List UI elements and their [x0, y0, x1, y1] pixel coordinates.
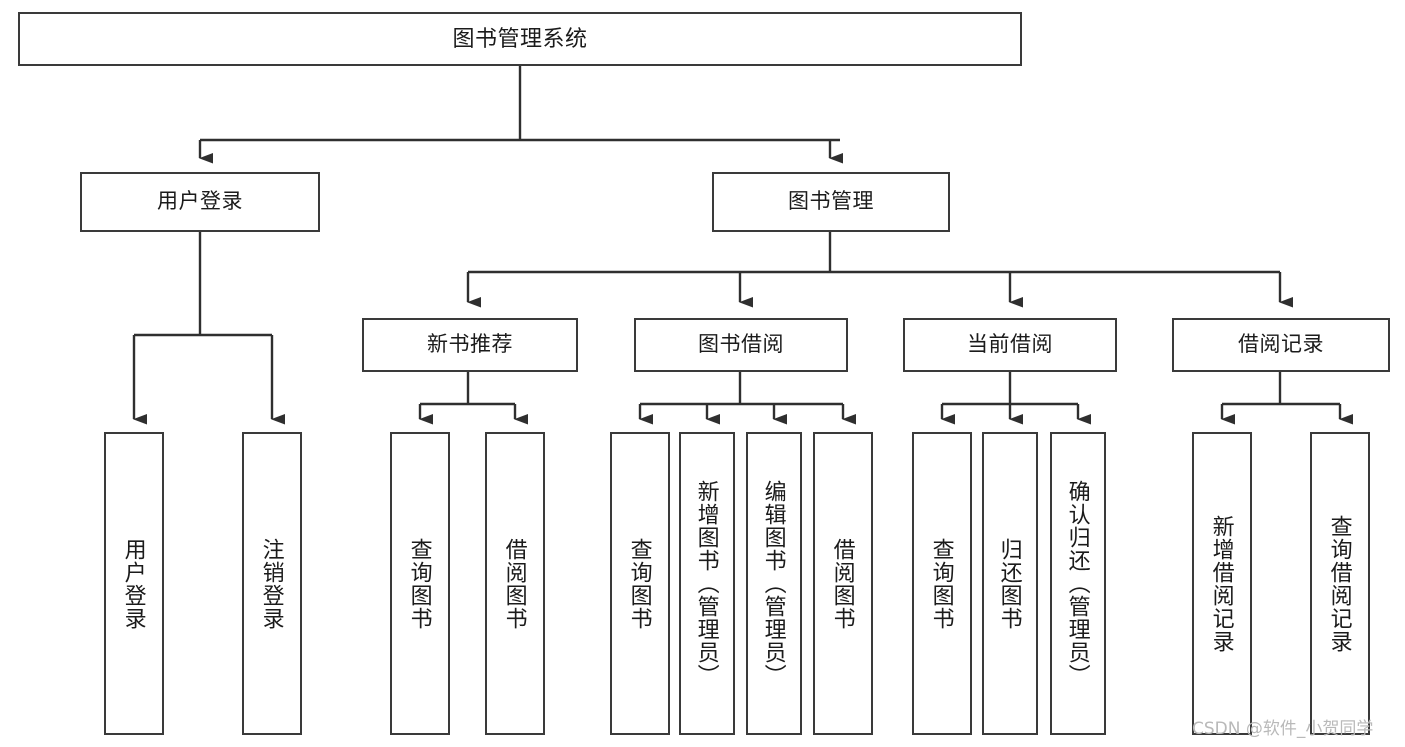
leaf-user-login[interactable]: 用户登录 [104, 432, 164, 735]
node-current-borrow[interactable]: 当前借阅 [903, 318, 1117, 372]
node-label: 查询借阅记录 [1327, 514, 1353, 653]
leaf-edit-book-admin[interactable]: 编辑图书（管理员） [746, 432, 802, 735]
node-label: 查询图书 [627, 537, 653, 630]
node-new-book-recommend[interactable]: 新书推荐 [362, 318, 578, 372]
leaf-borrow-book[interactable]: 借阅图书 [813, 432, 873, 735]
node-label: 归还图书 [997, 537, 1023, 630]
node-label: 借阅图书 [502, 537, 528, 630]
node-label: 新增图书（管理员） [694, 480, 720, 687]
node-borrow-record[interactable]: 借阅记录 [1172, 318, 1390, 372]
leaf-borrow-book-recommend[interactable]: 借阅图书 [485, 432, 545, 735]
node-label: 确认归还（管理员） [1065, 480, 1091, 687]
node-book-management[interactable]: 图书管理 [712, 172, 950, 232]
leaf-confirm-return-admin[interactable]: 确认归还（管理员） [1050, 432, 1106, 735]
leaf-query-book-borrow[interactable]: 查询图书 [610, 432, 670, 735]
node-label: 注销登录 [259, 537, 285, 630]
leaf-query-borrow-record[interactable]: 查询借阅记录 [1310, 432, 1370, 735]
leaf-query-book-recommend[interactable]: 查询图书 [390, 432, 450, 735]
node-label: 借阅图书 [830, 537, 856, 630]
leaf-logout[interactable]: 注销登录 [242, 432, 302, 735]
node-label: 借阅记录 [1238, 333, 1324, 357]
leaf-query-book-current[interactable]: 查询图书 [912, 432, 972, 735]
leaf-return-book[interactable]: 归还图书 [982, 432, 1038, 735]
node-label: 新增借阅记录 [1209, 514, 1235, 653]
node-root-book-management-system[interactable]: 图书管理系统 [18, 12, 1022, 66]
node-label: 当前借阅 [967, 333, 1053, 357]
leaf-add-book-admin[interactable]: 新增图书（管理员） [679, 432, 735, 735]
node-label: 查询图书 [407, 537, 433, 630]
node-book-borrow[interactable]: 图书借阅 [634, 318, 848, 372]
node-label: 用户登录 [121, 537, 147, 630]
node-label: 新书推荐 [427, 333, 513, 357]
node-label: 用户登录 [157, 190, 243, 214]
node-label: 图书借阅 [698, 333, 784, 357]
node-label: 图书管理 [788, 190, 874, 214]
node-label: 查询图书 [929, 537, 955, 630]
node-user-login[interactable]: 用户登录 [80, 172, 320, 232]
node-label: 编辑图书（管理员） [761, 480, 787, 687]
node-label: 图书管理系统 [452, 25, 588, 51]
leaf-add-borrow-record[interactable]: 新增借阅记录 [1192, 432, 1252, 735]
